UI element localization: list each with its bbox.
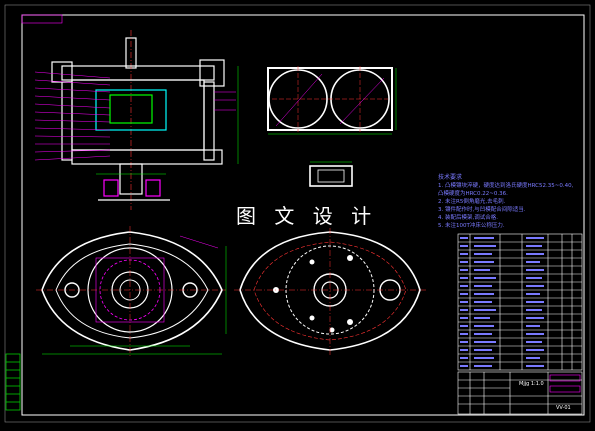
side-strip: [5, 353, 21, 411]
tech-requirement-line: 5. 未注100T冲床公称压力.: [438, 223, 505, 229]
label-box: [21, 14, 63, 24]
twin-circle-blank: [267, 66, 397, 135]
tech-requirement-line: 1. 凸模镶块淬硬，硬度达到洛氏硬度HRC52.35~0.40,: [438, 183, 574, 189]
assembly-dimensions: [96, 66, 239, 175]
outer-border: [4, 4, 591, 423]
scale-label: Mjjg 1:1.0: [519, 381, 544, 387]
table-text-marks: [460, 237, 544, 367]
assembly-leaders: [34, 71, 236, 161]
die-plan-view: [36, 226, 227, 356]
parts-list-table: [457, 233, 583, 371]
tech-requirement-line: 3. 镶件配作时,与凹模配合间隙适当.: [438, 207, 526, 213]
page-title: 图 文 设 计: [236, 204, 378, 228]
tech-requirement-line: 2. 未注R5倒角磨光,去毛刺.: [438, 199, 506, 205]
title-block: [457, 371, 583, 415]
assembly-section-view: [51, 30, 225, 210]
table-row-lines: [458, 241, 582, 363]
strip-part: [309, 161, 353, 187]
inner-border: [21, 14, 585, 416]
tech-requirement-line: 凸模硬度为HRC0.22~0.36.: [438, 191, 508, 197]
part-plan-view: [234, 228, 426, 356]
tech-requirement-line: 4. 装配后模架,调试合格.: [438, 215, 498, 221]
drawing-number: VV-01: [556, 405, 571, 411]
tech-requirements-title: 技术要求: [438, 174, 463, 181]
